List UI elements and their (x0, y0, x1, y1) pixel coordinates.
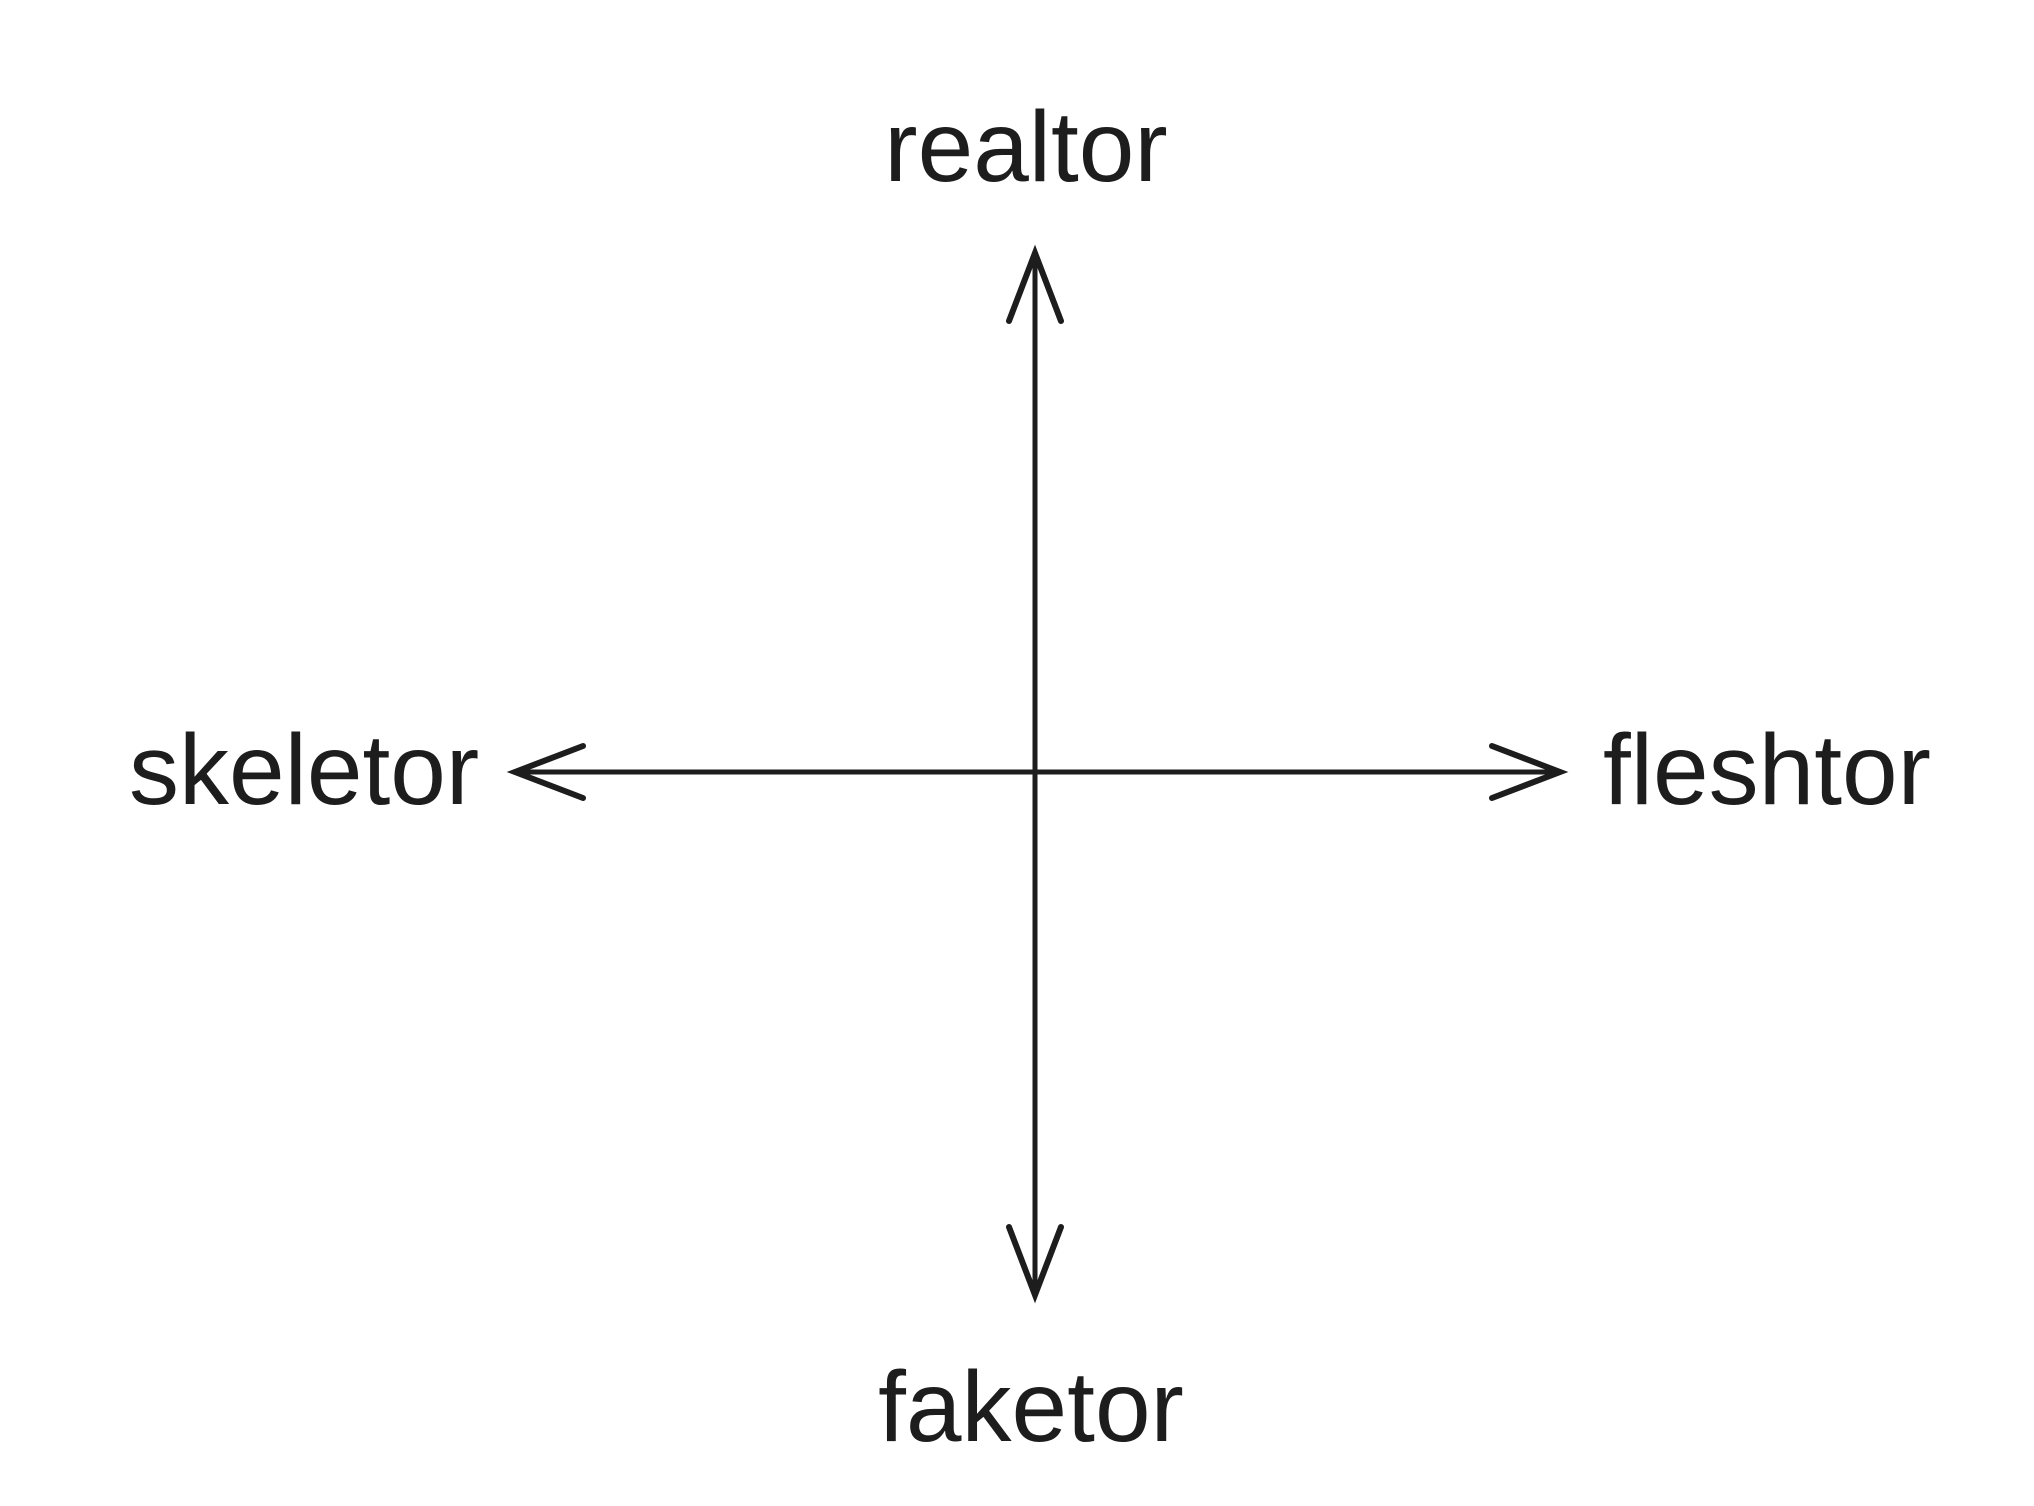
arrowhead-down-icon (1006, 1224, 1064, 1304)
axes-stroke-group (506, 244, 1569, 1304)
label-faketor: faketor (878, 1351, 1184, 1463)
label-skeletor: skeletor (129, 714, 480, 826)
arrowhead-up-icon (1006, 244, 1064, 324)
arrowhead-left-icon (506, 743, 586, 801)
label-fleshtor: fleshtor (1603, 714, 1931, 826)
arrowhead-right-icon (1489, 743, 1569, 801)
label-realtor: realtor (884, 91, 1168, 203)
